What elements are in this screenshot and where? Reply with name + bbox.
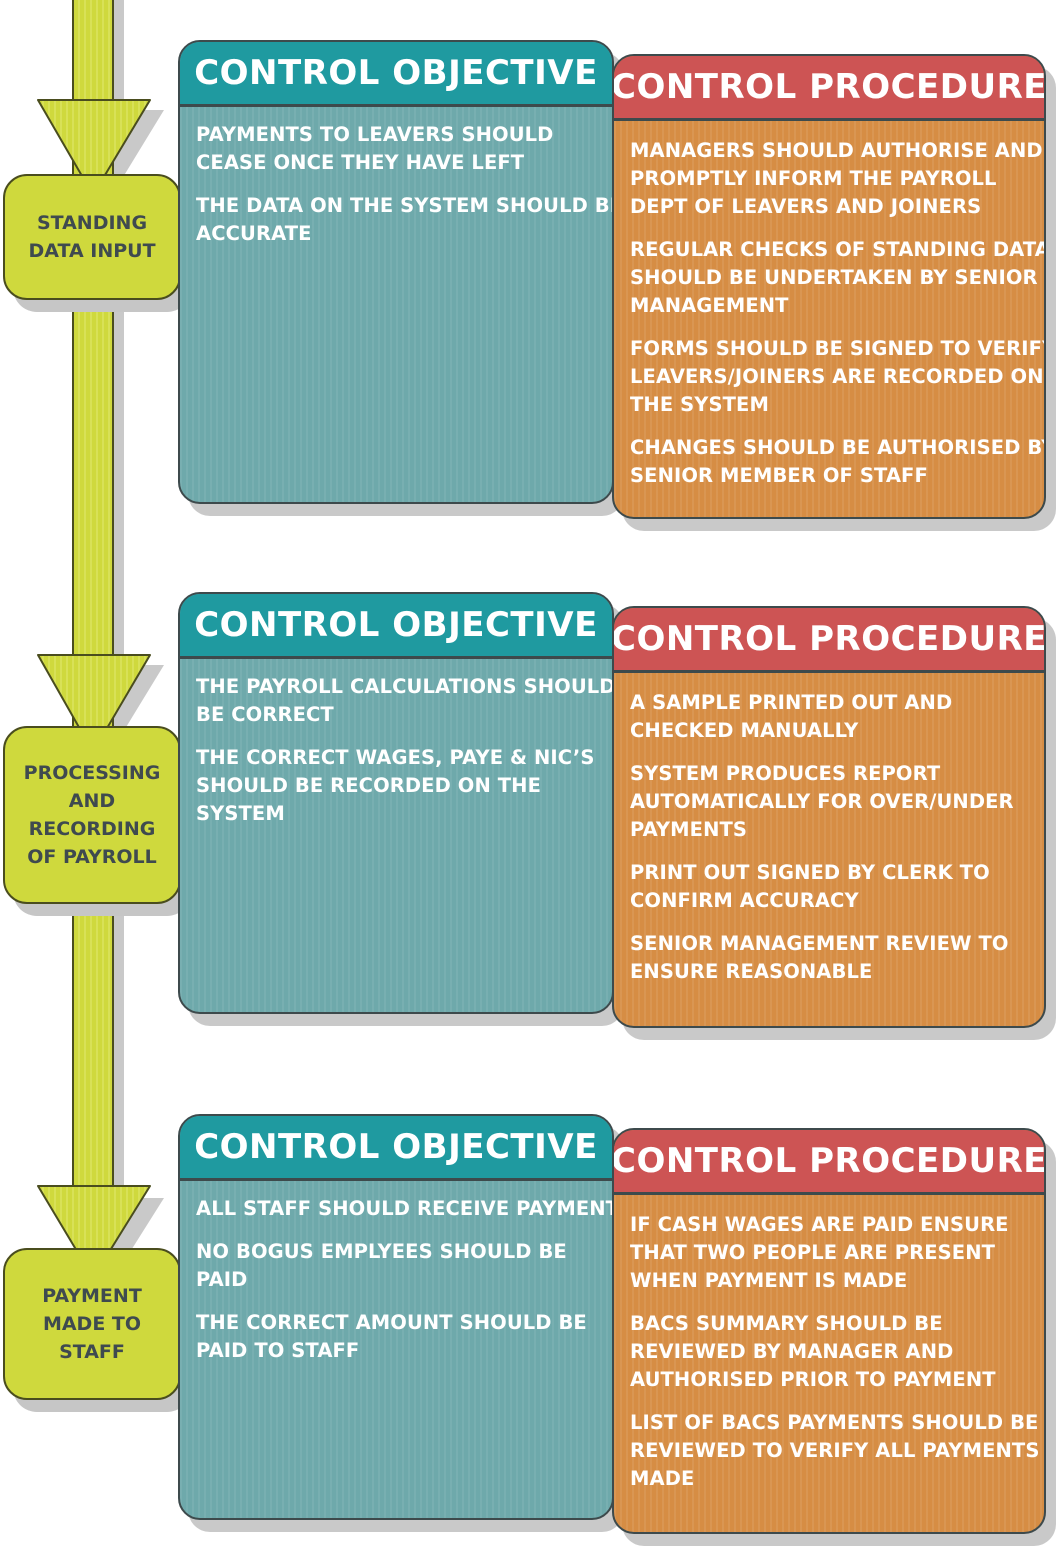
procedure-panel-2: CONTROL PROCEDURE A SAMPLE PRINTED OUT A… [612,606,1046,1028]
objective-panel-3: CONTROL OBJECTIVE ALL STAFF SHOULD RECEI… [178,1114,614,1520]
objective-heading: CONTROL OBJECTIVE [180,1116,612,1181]
procedure-panel-3: CONTROL PROCEDURE IF CASH WAGES ARE PAID… [612,1128,1046,1534]
procedure-item: LIST OF BACS PAYMENTS SHOULD BE REVIEWED… [630,1411,1040,1490]
objective-heading: CONTROL OBJECTIVE [180,42,612,107]
objective-item: THE CORRECT AMOUNT SHOULD BE PAID TO STA… [196,1311,587,1362]
objective-item: NO BOGUS EMPLYEES SHOULD BE PAID [196,1240,567,1291]
objective-panel-2: CONTROL OBJECTIVE THE PAYROLL CALCULATIO… [178,592,614,1014]
objective-item: THE PAYROLL CALCULATIONS SHOULD BE CORRE… [196,675,614,726]
objective-item: ALL STAFF SHOULD RECEIVE PAYMENT [196,1197,614,1220]
procedure-item: IF CASH WAGES ARE PAID ENSURE THAT TWO P… [630,1213,1009,1292]
procedure-item: SENIOR MANAGEMENT REVIEW TO ENSURE REASO… [630,932,1009,983]
stage-standing-data-input: STANDING DATA INPUT [3,174,181,300]
procedure-item: REGULAR CHECKS OF STANDING DATA SHOULD B… [630,238,1046,317]
procedure-item: FORMS SHOULD BE SIGNED TO VERIFY LEAVERS… [630,337,1046,416]
stage-processing-recording-payroll: PROCESSING AND RECORDING OF PAYROLL [3,726,181,904]
objective-heading: CONTROL OBJECTIVE [180,594,612,659]
arrow-head-3 [37,1185,151,1279]
stage-payment-made-to-staff: PAYMENT MADE TO STAFF [3,1248,181,1400]
procedure-heading: CONTROL PROCEDURE [614,1130,1044,1195]
procedure-heading: CONTROL PROCEDURE [614,608,1044,673]
objective-item: THE CORRECT WAGES, PAYE & NIC’S SHOULD B… [196,746,595,825]
procedure-item: CHANGES SHOULD BE AUTHORISED BY SENIOR M… [630,436,1046,487]
procedure-item: SYSTEM PRODUCES REPORT AUTOMATICALLY FOR… [630,762,1014,841]
arrow-head-1 [37,99,151,196]
objective-panel-1: CONTROL OBJECTIVE PAYMENTS TO LEAVERS SH… [178,40,614,504]
procedure-item: PRINT OUT SIGNED BY CLERK TO CONFIRM ACC… [630,861,990,912]
procedure-item: MANAGERS SHOULD AUTHORISE AND PROMPTLY I… [630,139,1043,218]
procedure-item: A SAMPLE PRINTED OUT AND CHECKED MANUALL… [630,691,953,742]
arrow-head-2 [37,654,151,753]
procedure-item: BACS SUMMARY SHOULD BE REVIEWED BY MANAG… [630,1312,996,1391]
procedure-panel-1: CONTROL PROCEDURE MANAGERS SHOULD AUTHOR… [612,54,1046,519]
objective-item: PAYMENTS TO LEAVERS SHOULD CEASE ONCE TH… [196,123,554,174]
objective-item: THE DATA ON THE SYSTEM SHOULD BE ACCURAT… [196,194,614,245]
procedure-heading: CONTROL PROCEDURE [614,56,1044,121]
